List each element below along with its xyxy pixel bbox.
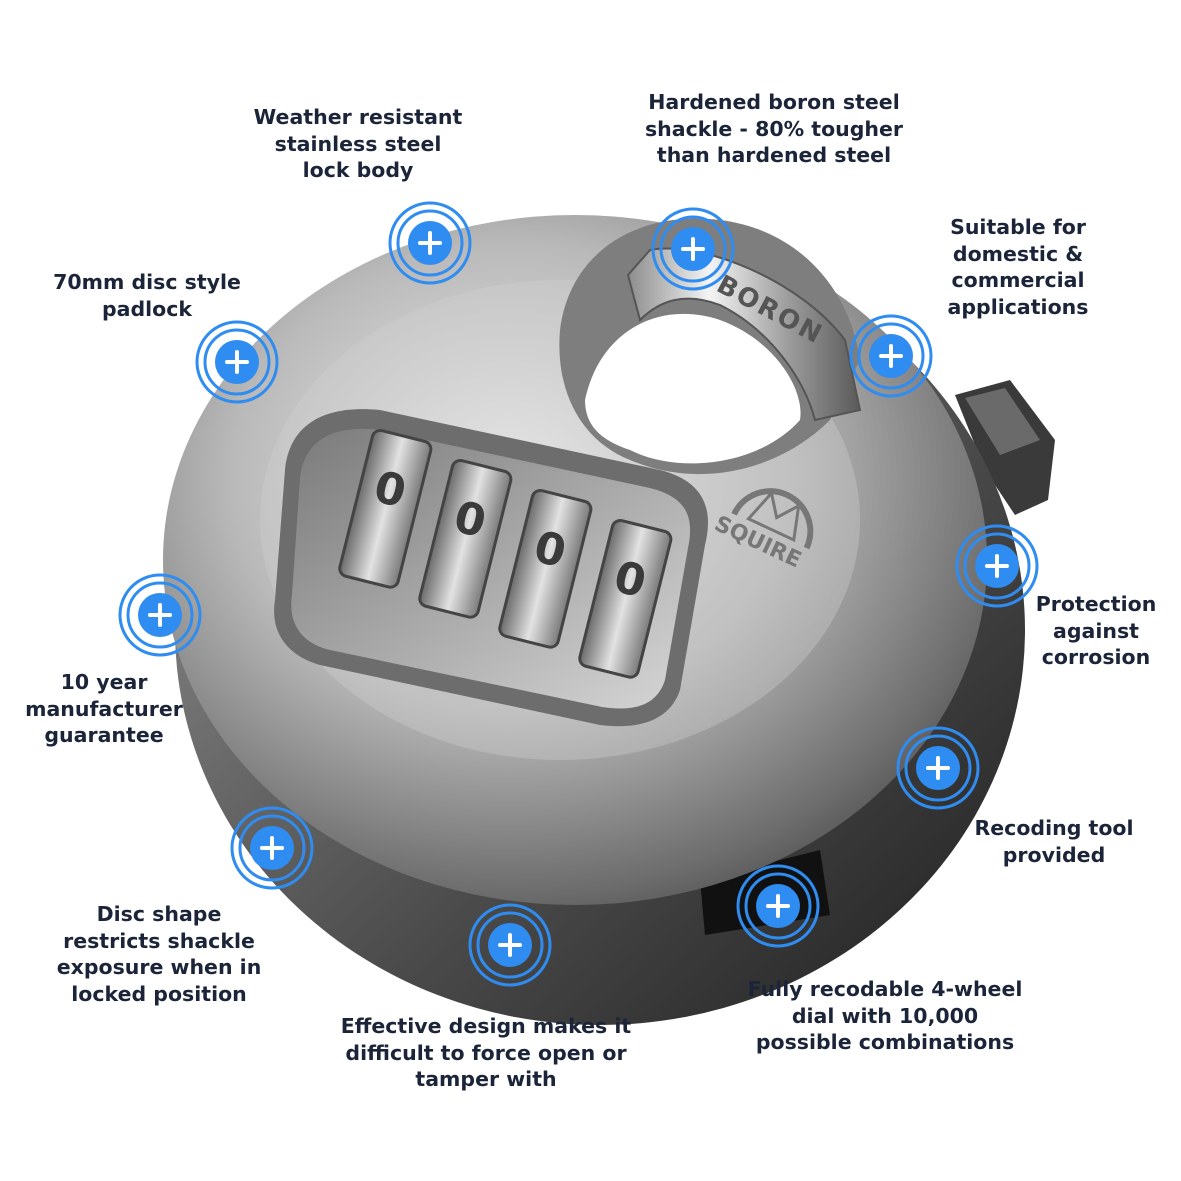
hotspot-disc-shape[interactable] [230, 806, 314, 890]
feature-label-line: Disc shape [96, 902, 222, 926]
feature-label-line: Weather resistant [253, 105, 463, 129]
plus-icon [985, 554, 1009, 578]
feature-label-line: possible combinations [755, 1030, 1015, 1054]
feature-label-line: Recoding tool [974, 816, 1134, 840]
feature-label-line: domestic & [952, 241, 1084, 266]
feature-label-line: locked position [71, 981, 247, 1006]
feature-label-line: 10 year [60, 670, 148, 694]
dial-wheel[interactable]: 0 [578, 518, 673, 679]
feature-label-line: shackle - 80% tougher [644, 116, 904, 141]
feature-label-line: tamper with [415, 1067, 557, 1091]
feature-label-line: padlock [101, 296, 193, 321]
hotspot-weather-resistant[interactable] [388, 201, 472, 285]
hotspot-domestic-commercial[interactable] [849, 314, 933, 398]
feature-label-line: lock body [302, 158, 414, 182]
hotspot-effective-design[interactable] [468, 903, 552, 987]
dial-wheel[interactable]: 0 [338, 428, 433, 589]
hotspot-corrosion[interactable] [955, 524, 1039, 608]
plus-icon [879, 344, 903, 368]
hotspot-recodable-dial[interactable] [736, 864, 820, 948]
feature-label-line: provided [1002, 842, 1106, 867]
plus-icon [766, 894, 790, 918]
shackle [626, 247, 862, 422]
feature-label-line: 70mm disc style [53, 270, 241, 294]
feature-label-line: Effective design makes it [340, 1014, 632, 1038]
lock-catch [955, 380, 1055, 515]
feature-label-line: restricts shackle [63, 928, 255, 953]
feature-label-line: difficult to force open or [345, 1040, 627, 1065]
feature-label-line: dial with 10,000 [791, 1003, 979, 1028]
hotspot-disc-style[interactable] [195, 320, 279, 404]
hotspot-recoding-tool[interactable] [896, 726, 980, 810]
plus-icon [681, 237, 705, 261]
feature-hotspots [118, 201, 1039, 987]
feature-label-line: than hardened steel [656, 143, 892, 167]
feature-label-line: Hardened boron steel [648, 90, 900, 114]
plus-icon [260, 836, 284, 860]
plus-icon [926, 756, 950, 780]
feature-label-line: guarantee [44, 723, 164, 747]
plus-icon [148, 603, 172, 627]
feature-label-line: commercial [951, 268, 1085, 292]
plus-icon [418, 231, 442, 255]
feature-label-line: corrosion [1041, 645, 1151, 669]
feature-label-line: manufacturer [25, 696, 183, 721]
feature-label-line: Suitable for [950, 215, 1086, 239]
hotspot-guarantee[interactable] [118, 573, 202, 657]
hotspot-boron-shackle[interactable] [651, 207, 735, 291]
feature-label-line: Fully recodable 4-wheel [747, 977, 1023, 1001]
dial-wheel[interactable]: 0 [418, 458, 513, 619]
feature-label-line: against [1053, 618, 1139, 643]
plus-icon [498, 933, 522, 957]
plus-icon [225, 350, 249, 374]
shackle-opening [585, 313, 801, 464]
feature-label-line: Protection [1035, 592, 1157, 616]
feature-label-line: applications [947, 294, 1089, 319]
dial-wheel[interactable]: 0 [498, 488, 593, 649]
feature-label-line: stainless steel [274, 131, 442, 156]
feature-label-line: exposure when in [56, 955, 262, 979]
